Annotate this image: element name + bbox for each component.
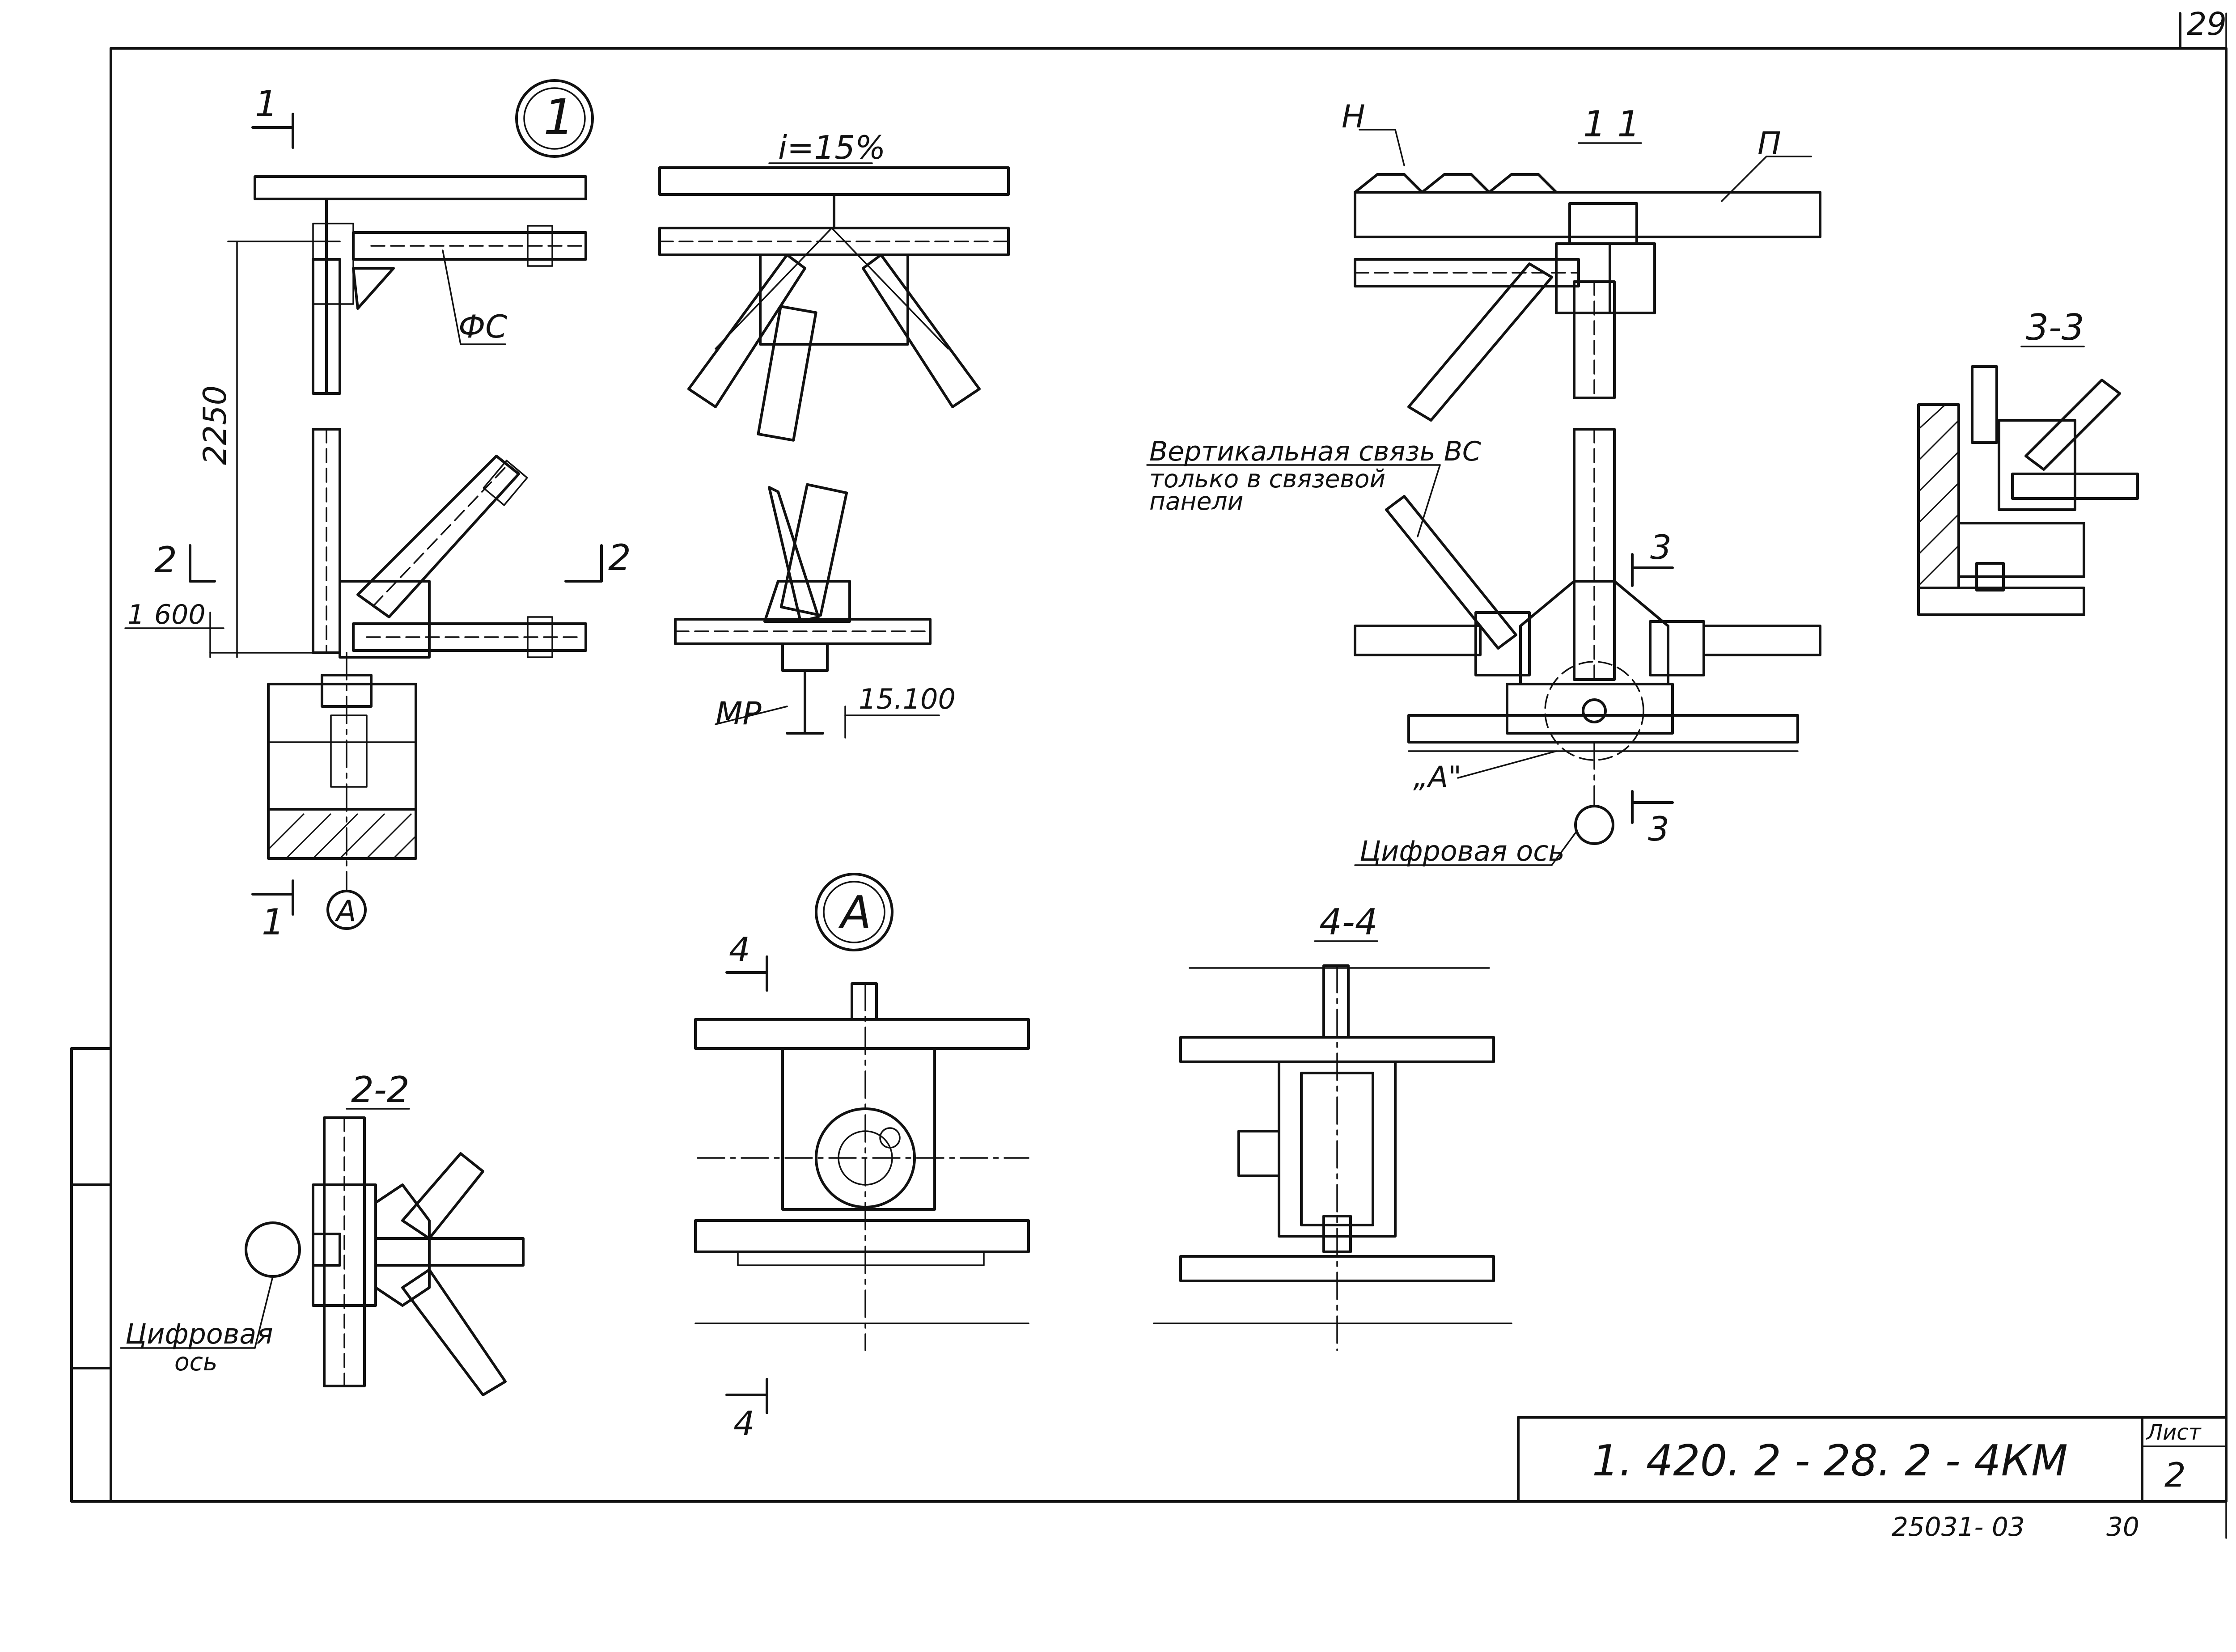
- sheet-label: Лист: [2146, 1420, 2202, 1445]
- cut-2-left-label: 2: [154, 539, 177, 581]
- vbrace-line-1: Вертикальная связь ВС: [1149, 436, 1481, 467]
- axis-a-label: A: [335, 895, 356, 928]
- node-a-label: A: [838, 886, 871, 938]
- cut-3-top-label: 3: [1650, 528, 1672, 567]
- elev-15100: 15.100: [859, 683, 956, 715]
- sheet-frame: [70, 12, 2228, 1539]
- section-1-1: 1 1 Н П Вертикальная связь ВС только в с…: [1146, 98, 1821, 867]
- foundation-hatch: [267, 813, 417, 859]
- sheet-number: 2: [2164, 1455, 2186, 1495]
- footer-code: 25031- 03: [1892, 1512, 2025, 1542]
- dim-2250: 2250: [197, 385, 233, 465]
- mr-detail: МР 15.100: [674, 483, 956, 739]
- sheet-corner-number: 29: [2187, 6, 2227, 42]
- dim-600: 600: [154, 599, 206, 630]
- digital-axis-right: Цифровая ось: [1359, 835, 1565, 867]
- drawing-designation: 1. 420. 2 - 28. 2 - 4КМ: [1592, 1437, 2068, 1486]
- node-a-detail: A 4 4: [694, 873, 1030, 1443]
- vbrace-line-2: только в связевой: [1149, 465, 1385, 493]
- section-44-title: 4-4: [1319, 901, 1378, 943]
- slope-label: i=15%: [778, 129, 885, 166]
- cut-1-top-label: 1: [255, 83, 278, 125]
- cut-2-right-label: 2: [608, 537, 631, 579]
- section-33-title: 3-3: [2026, 307, 2084, 348]
- slope-detail: i=15%: [658, 129, 1010, 442]
- section-11-title: 1 1: [1583, 103, 1640, 145]
- node-1-section: 1 1 1 ФС 2250: [124, 79, 631, 943]
- node-1-label: 1: [543, 89, 575, 146]
- wall-hatch: [1918, 404, 1960, 587]
- footer-number: 30: [2106, 1512, 2139, 1542]
- digital-axis-left-2: ось: [174, 1348, 217, 1376]
- digital-axis-left-1: Цифровая: [125, 1318, 273, 1350]
- mark-fs: ФС: [458, 308, 507, 345]
- mark-1-small: 1: [127, 599, 144, 630]
- mark-mr: МР: [716, 695, 762, 732]
- section-22-title: 2-2: [351, 1069, 410, 1111]
- cut-4-bottom-label: 4: [733, 1404, 755, 1443]
- cut-4-top-label: 4: [729, 930, 750, 969]
- section-4-4: 4-4: [1153, 901, 1512, 1351]
- vbrace-line-3: панели: [1149, 487, 1243, 515]
- callout-a: „А": [1413, 761, 1461, 794]
- section-2-2: 2-2 Цифровая ось: [120, 1069, 525, 1396]
- cut-1-bottom-label: 1: [262, 901, 284, 943]
- section-3-3: 3-3: [1917, 307, 2139, 616]
- cut-3-bottom-label: 3: [1648, 809, 1669, 849]
